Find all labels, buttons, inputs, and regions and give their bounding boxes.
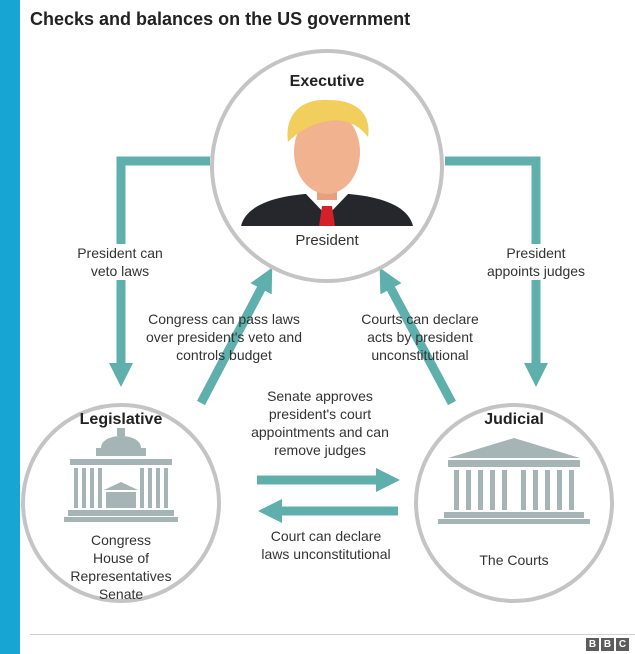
label-senate: Senate approves president's court appoin… [251, 388, 389, 458]
legislative-heading: Legislative [79, 411, 163, 428]
congress-columns [74, 468, 168, 508]
label-appoints: President appoints judges [474, 244, 598, 280]
label-declare-laws: Court can declare laws unconstitutional [261, 528, 391, 562]
judicial-heading: Judicial [484, 411, 544, 428]
label-override: Congress can pass laws over president's … [146, 311, 302, 363]
legislative-caption: Congress House of Representatives Senate [70, 532, 172, 602]
bbc-logo-letter: C [616, 638, 629, 651]
label-veto: President can veto laws [58, 244, 182, 280]
arrow-appoints [445, 156, 548, 387]
arrow-declare-acts [379, 267, 456, 406]
executive-heading: Executive [289, 73, 365, 90]
bbc-logo-letter: B [586, 638, 599, 651]
president-icon [241, 99, 413, 226]
congress-building-icon [64, 428, 178, 522]
courthouse-icon [438, 438, 590, 524]
bbc-logo: B B C [586, 638, 629, 651]
executive-caption: President [295, 232, 359, 249]
page-title: Checks and balances on the US government [30, 9, 411, 29]
label-declare-acts: Courts can declare acts by president unc… [361, 311, 479, 363]
judicial-caption: The Courts [479, 552, 549, 568]
accent-bar [0, 0, 20, 654]
arrow-override [197, 267, 273, 406]
arrow-veto [109, 156, 210, 387]
judicial-circle [414, 403, 614, 603]
footer-divider [30, 634, 635, 635]
bbc-logo-letter: B [601, 638, 614, 651]
